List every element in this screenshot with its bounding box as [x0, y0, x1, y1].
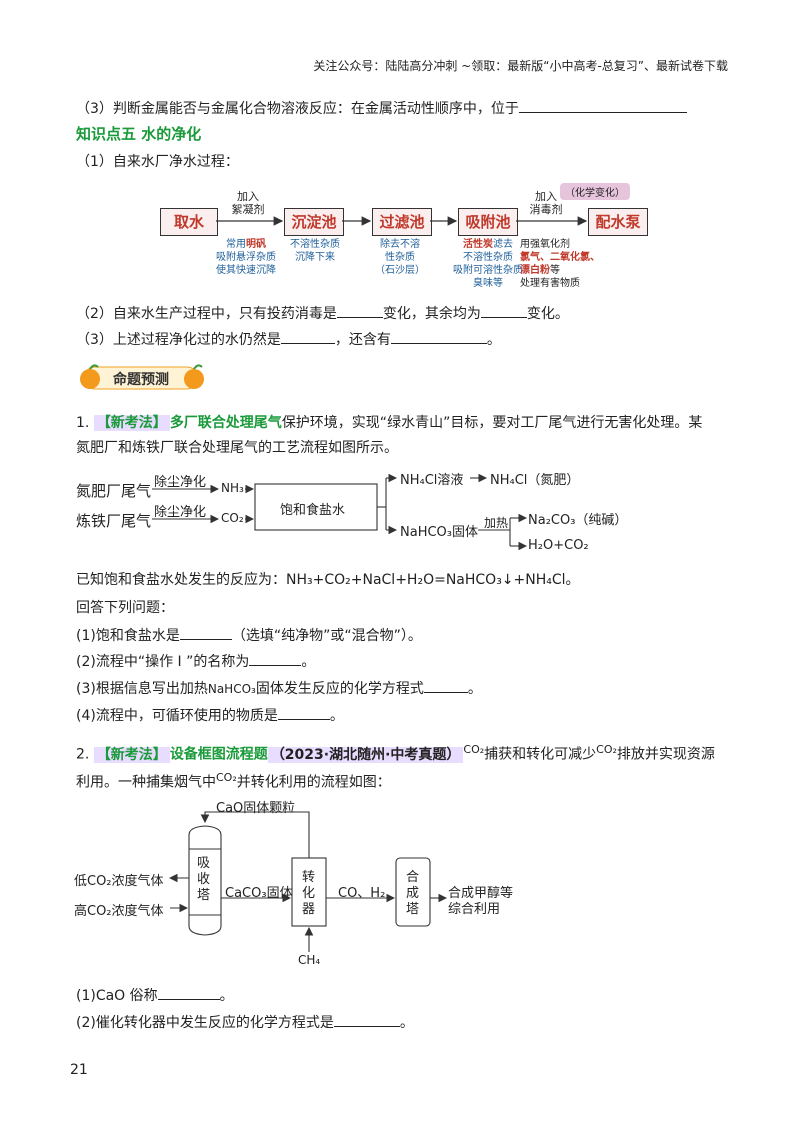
p1-q4: (4)流程中，可循环使用的物质是。 [76, 705, 344, 726]
p2-q2: (2)催化转化器中发生反应的化学方程式是。 [76, 1012, 414, 1033]
question-line: （3）判断金属能否与金属化合物溶液反应：在金属活动性顺序中，位于 [76, 98, 687, 119]
p1-q3: (3)根据信息写出加热NaHCO₃固体发生反应的化学方程式。 [76, 678, 482, 699]
flow-box-pump: 配水泵 [588, 208, 648, 236]
flow-src-iron: 炼铁厂尾气 [76, 512, 152, 530]
flow-box-adsorption: 吸附池 [458, 208, 518, 236]
flow-co-h2: CO、H₂ [338, 886, 386, 901]
p2-flow-lines [168, 811, 448, 952]
flow-out1: NH₄Cl溶液 [400, 473, 464, 488]
note-disinfect: 用强氧化剂 氯气、二氧化氯、 漂白粉等 处理有害物质 [520, 239, 600, 289]
p1-q1: (1)饱和食盐水是（选填“纯净物”或“混合物”）。 [76, 625, 422, 646]
answer-blank[interactable] [336, 303, 383, 318]
flow-prod2: H₂O+CO₂ [528, 538, 589, 553]
flow-low: 低CO₂浓度气体 [74, 874, 164, 889]
flow-box-filter: 过滤池 [372, 208, 432, 236]
arrow-label-flocculant: 加入絮凝剂 [231, 190, 265, 216]
p1-intro: 回答下列问题： [76, 600, 174, 616]
answer-blank[interactable] [480, 303, 527, 318]
flow-output: 合成甲醇等综合利用 [448, 886, 514, 917]
flow-out1b: NH₄Cl（氮肥） [490, 473, 580, 488]
note-sediment: 不溶性杂质沉降下来 [290, 239, 340, 263]
flow-high: 高CO₂浓度气体 [74, 904, 164, 919]
section-badge [80, 364, 204, 390]
arrow-label-disinfectant: 加入消毒剂 [529, 190, 563, 216]
flow-nh3: NH₃ [221, 481, 244, 495]
flow-src-nitrogen: 氮肥厂尾气 [76, 482, 152, 500]
section-title: 知识点五 水的净化 [76, 125, 202, 143]
flow-box-intake: 取水 [160, 208, 218, 236]
answer-blank[interactable] [277, 705, 330, 720]
note-alum: 常用明矾 吸附悬浮杂质 使其快速沉降 [216, 239, 276, 276]
answer-blank[interactable] [249, 651, 302, 666]
p2-q1: (1)CaO 俗称。 [76, 985, 234, 1006]
flow-op: 除尘净化 [154, 505, 207, 520]
flow-cao: CaO固体颗粒 [216, 801, 296, 816]
flow-converter: 转化器 [302, 870, 316, 917]
flow-ch4: CH₄ [298, 953, 321, 967]
answer-blank[interactable] [179, 625, 232, 640]
flow-op: 除尘净化 [154, 475, 207, 490]
flow-caco3: CaCO₃固体 [225, 886, 293, 901]
flow-prod1: Na₂CO₃（纯碱） [528, 513, 628, 528]
p1-q2: (2)流程中“操作 I ”的名称为。 [76, 651, 315, 672]
flow-synth: 合成塔 [406, 870, 420, 917]
p1-given: 已知饱和食盐水处发生的反应为：NH₃+CO₂+NaCl+H₂O=NaHCO₃↓+… [76, 572, 580, 588]
answer-blank[interactable] [518, 98, 687, 113]
p1-line2: 氮肥厂和炼铁厂联合处理尾气的工艺流程如图所示。 [76, 440, 398, 456]
p1-line1: 1. 【新考法】多厂联合处理尾气保护环境，实现“绿水青山”目标，要对工厂尾气进行… [76, 415, 703, 431]
page-header: 关注公众号：陆陆高分冲刺 ~领取：最新版“小中高考-总复习”、最新试卷下载 [313, 59, 728, 73]
question-line: （3）上述过程净化过的水仍然是，还含有。 [76, 329, 501, 350]
p2-line1: 2. 【新考法】设备框图流程题（2023·湖北随州·中考真题）CO₂捕获和转化可… [76, 743, 715, 763]
flow-heat: 加热 [484, 516, 509, 530]
question-line: （2）自来水生产过程中，只有投药消毒是变化，其余均为变化。 [76, 303, 569, 324]
subheading: （1）自来水厂净水过程： [76, 154, 239, 170]
flow-box-sedimentation: 沉淀池 [284, 208, 344, 236]
flow-out2: NaHCO₃固体 [400, 525, 478, 540]
answer-blank[interactable] [390, 329, 487, 344]
flow-tower: 吸收塔 [197, 856, 211, 903]
answer-blank[interactable] [280, 329, 335, 344]
answer-blank[interactable] [157, 985, 220, 1000]
orange-icon [80, 369, 100, 389]
answer-blank[interactable] [423, 678, 468, 693]
p1-flow-lines [152, 473, 528, 551]
flow-center: 饱和食盐水 [280, 503, 346, 518]
note-filter: 除去不溶性杂质（石沙层） [375, 239, 425, 276]
section-badge-label: 命题预测 [113, 372, 169, 388]
note-adsorb: 活性炭滤去 不溶性杂质 吸附可溶性杂质 臭味等 [453, 239, 523, 289]
p2-line2: 利用。一种捕集烟气中CO₂并转化利用的流程如图： [76, 771, 391, 791]
flow-co2: CO₂ [221, 511, 244, 525]
answer-blank[interactable] [333, 1012, 400, 1027]
orange-icon [184, 369, 204, 389]
chemical-change-badge: （化学变化） [560, 183, 630, 200]
q3-text: （3）判断金属能否与金属化合物溶液反应：在金属活动性顺序中，位于 [76, 101, 519, 117]
page-number: 21 [70, 1062, 88, 1078]
